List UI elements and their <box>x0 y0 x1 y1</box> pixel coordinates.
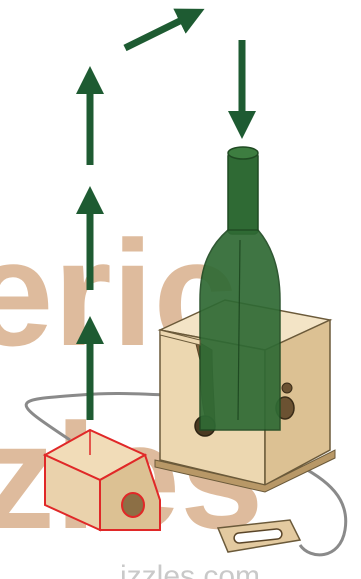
watermark-footer: izzles.com <box>120 560 260 579</box>
bottle <box>200 147 280 430</box>
arrow-right-icon <box>125 15 192 48</box>
